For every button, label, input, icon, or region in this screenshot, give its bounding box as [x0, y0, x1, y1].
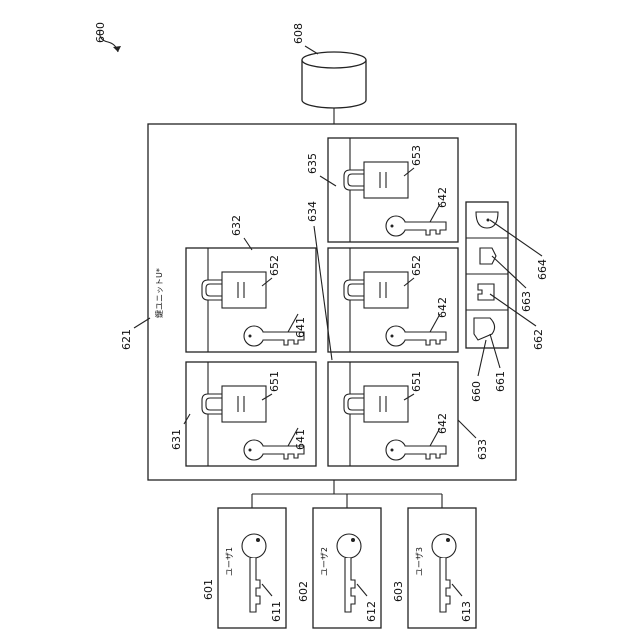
user-key-ref: 612	[365, 601, 378, 622]
key-ref: 642	[436, 297, 449, 318]
lock-ref: 652	[410, 255, 423, 276]
user-ref: 603	[392, 581, 405, 602]
key-part-ref: 661	[494, 371, 507, 392]
key-ref: 641	[294, 317, 307, 338]
key-part-ref: 664	[536, 259, 549, 280]
user-ref: 602	[297, 581, 310, 602]
compartment-ref: 635	[306, 153, 319, 174]
key-part-ref: 663	[520, 291, 533, 312]
database-cylinder: 608	[292, 23, 366, 108]
user-602: ユーザ2 602 612	[297, 508, 381, 628]
key-part-ref: 662	[532, 329, 545, 350]
key-part-shape	[480, 248, 496, 264]
user-key-ref: 611	[270, 601, 283, 622]
user-ref: 601	[202, 579, 215, 600]
compartment-635: 635 653 642	[306, 138, 458, 242]
lock-ref: 651	[268, 371, 281, 392]
lock-ref: 652	[268, 255, 281, 276]
key-unit-ref: 621	[120, 329, 133, 350]
key-ref: 642	[436, 187, 449, 208]
user-603: ユーザ3 603 613	[392, 508, 476, 628]
compartment-ref: 632	[230, 215, 243, 236]
lock-ref: 651	[410, 371, 423, 392]
compartment-631: 631 651 641	[170, 362, 316, 466]
user-label: ユーザ3	[415, 547, 424, 576]
key-parts-panel-ref: 660	[470, 381, 483, 402]
user-601: ユーザ1 601 611	[202, 508, 286, 628]
user-key-ref: 613	[460, 601, 473, 622]
database-ref: 608	[292, 23, 305, 44]
compartment-ref: 631	[170, 429, 183, 450]
figure-ref-arrowhead	[113, 46, 121, 52]
figure-ref: 600	[94, 22, 107, 43]
user-bus	[252, 480, 442, 508]
lock-ref: 653	[410, 145, 423, 166]
compartment-ref: 633	[476, 439, 489, 460]
user-label: ユーザ2	[320, 547, 329, 576]
compartment-ref: 634	[306, 201, 319, 222]
user-label: ユーザ1	[225, 547, 234, 576]
figure-ref-group: 600	[94, 22, 121, 52]
key-unit-label: 鍵ユニットU*	[154, 268, 164, 318]
